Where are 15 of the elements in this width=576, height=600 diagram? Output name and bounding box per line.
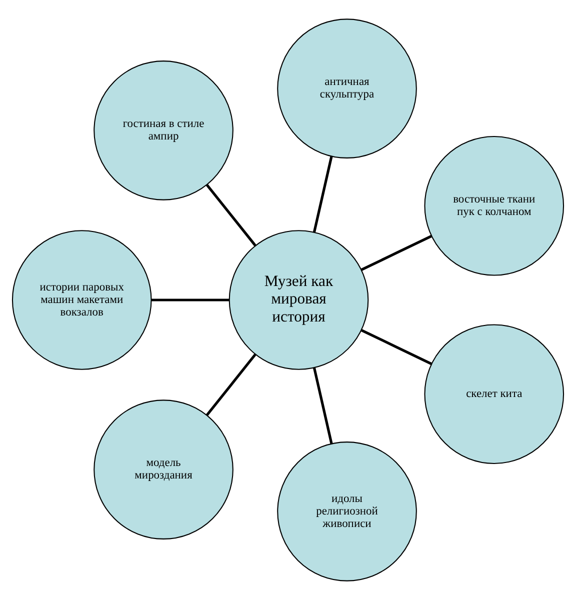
node-circle: идолы религиозной живописи: [277, 442, 417, 582]
node-circle: гостиная в стиле ампир: [94, 60, 234, 200]
connector: [360, 328, 432, 366]
node-circle: истории паровых машин макетами вокзалов: [12, 230, 152, 370]
connector: [206, 184, 256, 246]
node-circle: восточные ткани пук с колчаном: [424, 136, 564, 276]
connector: [151, 298, 230, 302]
connector: [206, 354, 256, 416]
connector: [312, 156, 333, 233]
connector: [312, 367, 333, 444]
connector: [360, 234, 432, 272]
node-circle: Музей как мировая история: [228, 230, 369, 370]
node-circle: модель мироздания: [94, 400, 234, 540]
node-circle: античная скульптура: [277, 18, 417, 158]
node-circle: скелет кита: [424, 324, 564, 464]
